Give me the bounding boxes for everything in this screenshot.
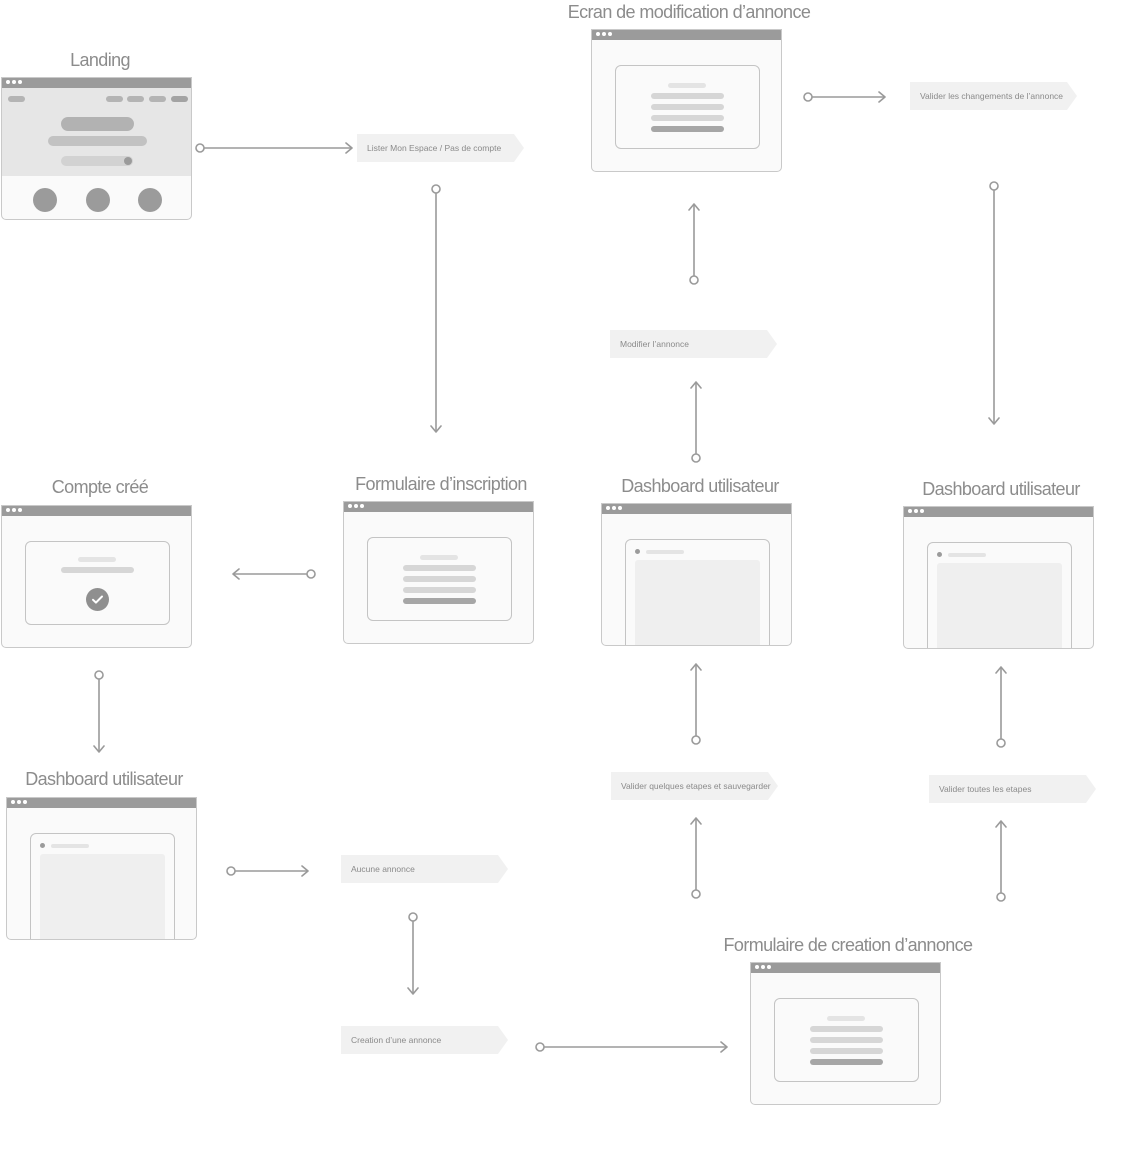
label-edit-ad: Modifier l’annonce (610, 330, 777, 358)
title-landing: Landing (70, 50, 130, 70)
title-dashboard-bottom: Dashboard utilisateur (25, 769, 183, 789)
arrow-validate-all-to-dashboard (995, 666, 1007, 748)
dashboard-panel (927, 542, 1072, 648)
label-create-ad: Creation d’une annonce (341, 1026, 508, 1054)
check-circle-icon (86, 588, 109, 611)
arrow-edit-screen-to-validate (803, 91, 886, 103)
dashboard-center-frame (601, 503, 792, 646)
arrow-validate-some-to-dashboard (690, 663, 702, 745)
nav-logo (8, 96, 25, 102)
landing-frame (1, 77, 192, 220)
hero-input (61, 156, 133, 166)
arrow-dashboard-to-no-ad (226, 865, 309, 877)
title-edit-screen: Ecran de modification d’annonce (567, 2, 811, 22)
nav-item (149, 96, 166, 102)
feature-circle (138, 188, 162, 212)
window-bar (2, 78, 191, 88)
label-validate-some: Valider quelques etapes et sauvegarder (611, 772, 778, 800)
title-creation-form: Formulaire de creation d’annonce (723, 935, 974, 955)
dashboard-bottom-frame (6, 797, 197, 940)
arrow-landing-to-list (195, 142, 353, 154)
arrow-no-ad-to-create (407, 912, 419, 995)
signup-form-frame (343, 501, 534, 644)
window-bar (7, 798, 196, 808)
form-submit (810, 1059, 883, 1065)
form-submit (403, 598, 476, 604)
label-validate-changes: Valider les changements de l’annonce (910, 82, 1077, 110)
nav-item (127, 96, 144, 102)
arrow-signup-to-account (232, 568, 316, 580)
label-validate-all: Valider toutes les etapes (929, 775, 1096, 803)
dashboard-panel (30, 833, 175, 939)
arrow-create-to-form (535, 1041, 728, 1053)
form-card (615, 65, 760, 149)
title-dashboard-center: Dashboard utilisateur (621, 476, 779, 496)
window-bar (904, 507, 1093, 517)
creation-form-frame (750, 962, 941, 1105)
label-no-ad: Aucune annonce (341, 855, 508, 883)
dashboard-right-frame (903, 506, 1094, 649)
hero-subheading (48, 136, 147, 146)
title-signup-form: Formulaire d’inscription (355, 474, 527, 494)
form-card (367, 537, 512, 621)
arrow-form-to-validate-all (995, 820, 1007, 902)
feature-circle (33, 188, 57, 212)
form-submit (651, 126, 724, 132)
title-account-created: Compte créé (51, 477, 149, 497)
nav-item (106, 96, 123, 102)
window-bar (602, 504, 791, 514)
hero-input-dot (124, 157, 132, 165)
window-bar (344, 502, 533, 512)
arrow-account-to-dashboard (93, 670, 105, 753)
window-bar (592, 30, 781, 40)
nav-item (171, 96, 188, 102)
form-card (774, 998, 919, 1082)
arrow-form-to-validate-some (690, 817, 702, 899)
title-dashboard-right: Dashboard utilisateur (922, 479, 1080, 499)
arrow-list-to-signup (430, 184, 442, 433)
arrow-edit-ad-to-edit-screen (688, 203, 700, 285)
edit-screen-frame (591, 29, 782, 172)
label-list-space: Lister Mon Espace / Pas de compte (357, 134, 524, 162)
confirmation-card (25, 541, 170, 625)
arrow-validate-changes-to-dashboard (988, 181, 1000, 425)
window-bar (2, 506, 191, 516)
account-created-frame (1, 505, 192, 648)
hero-heading (61, 117, 134, 131)
arrow-dashboard-to-edit-ad (690, 381, 702, 463)
dashboard-panel (625, 539, 770, 645)
window-bar (751, 963, 940, 973)
feature-circle (86, 188, 110, 212)
